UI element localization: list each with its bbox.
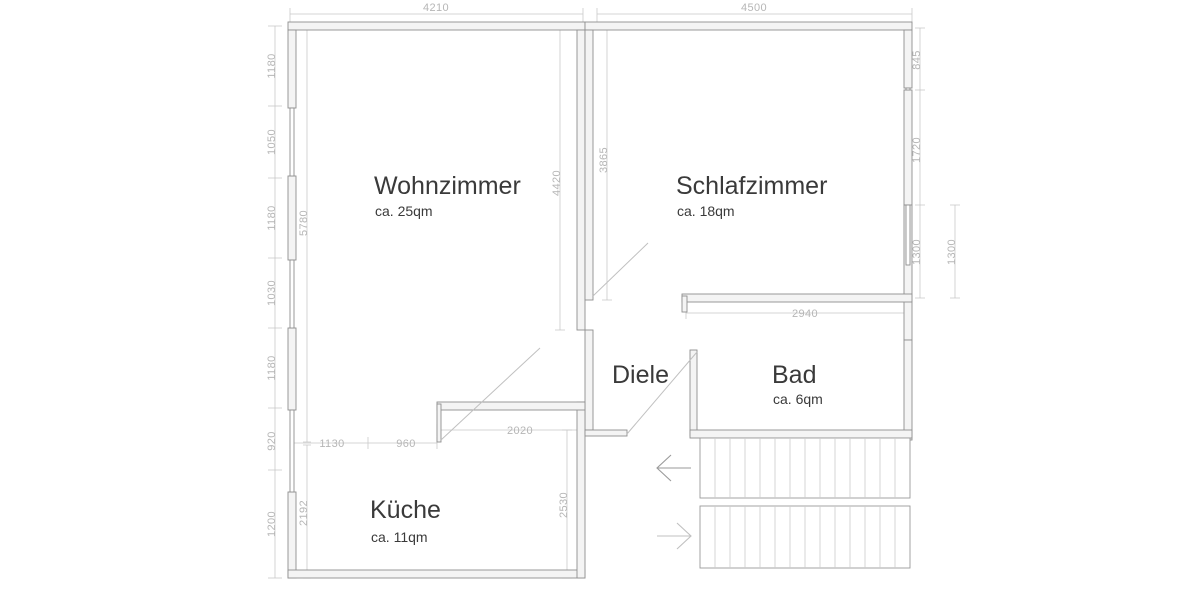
room-area-kueche: ca. 11qm [371,529,428,545]
stair-lower [657,505,911,569]
dim-wohnzimmer-height: 4420 [551,170,563,196]
dimension-labels: 4210 4500 1180 1050 1180 1030 1180 920 1… [266,2,958,537]
dim-left-5: 1180 [266,355,278,380]
room-area-wohnzimmer: ca. 25qm [375,203,433,219]
dim-schlafzimmer-height: 3865 [598,147,610,173]
room-label-wohnzimmer: Wohnzimmer [374,172,521,200]
door-swings [440,242,698,441]
dim-kueche-door: 960 [396,438,416,450]
room-labels: Wohnzimmer ca. 25qm Schlafzimmer ca. 18q… [370,172,827,545]
dim-kueche-height: 2530 [558,492,570,518]
room-label-schlafzimmer: Schlafzimmer [676,172,827,200]
room-label-diele: Diele [612,361,669,389]
dim-right-2: 1720 [911,137,923,163]
dim-right-outer-1: 1300 [946,239,958,265]
dim-left-3: 1180 [266,205,278,230]
stairs [656,437,911,569]
arrow-right-icon [657,522,692,550]
room-area-schlafzimmer: ca. 18qm [677,203,735,219]
room-area-bad: ca. 6qm [773,391,823,407]
stair-upper [656,437,911,499]
dim-top-left: 4210 [423,2,449,14]
dim-right-1: 845 [911,50,923,70]
door-swing-bad [626,351,698,435]
dim-top-right: 4500 [741,2,767,14]
dim-left-2: 1050 [266,129,278,155]
dim-left-total-lower: 2192 [298,500,310,526]
door-swing-kueche [440,347,541,441]
room-label-bad: Bad [772,361,816,389]
arrow-left-icon [656,454,691,482]
dim-left-4: 1030 [266,280,278,306]
door-swing-schlafzimmer [592,242,649,297]
dim-kueche-wall-a: 1130 [319,438,344,450]
dim-left-total-upper: 5780 [298,210,310,236]
dim-left-1: 1180 [266,53,278,78]
dim-left-6: 920 [266,431,278,451]
dim-kueche-wall-b: 2020 [507,425,533,437]
room-label-kueche: Küche [370,496,441,524]
dim-bad-width: 2940 [792,308,818,320]
dim-left-7: 1200 [266,511,278,537]
walls [287,21,913,579]
dim-right-3: 1300 [911,239,923,265]
